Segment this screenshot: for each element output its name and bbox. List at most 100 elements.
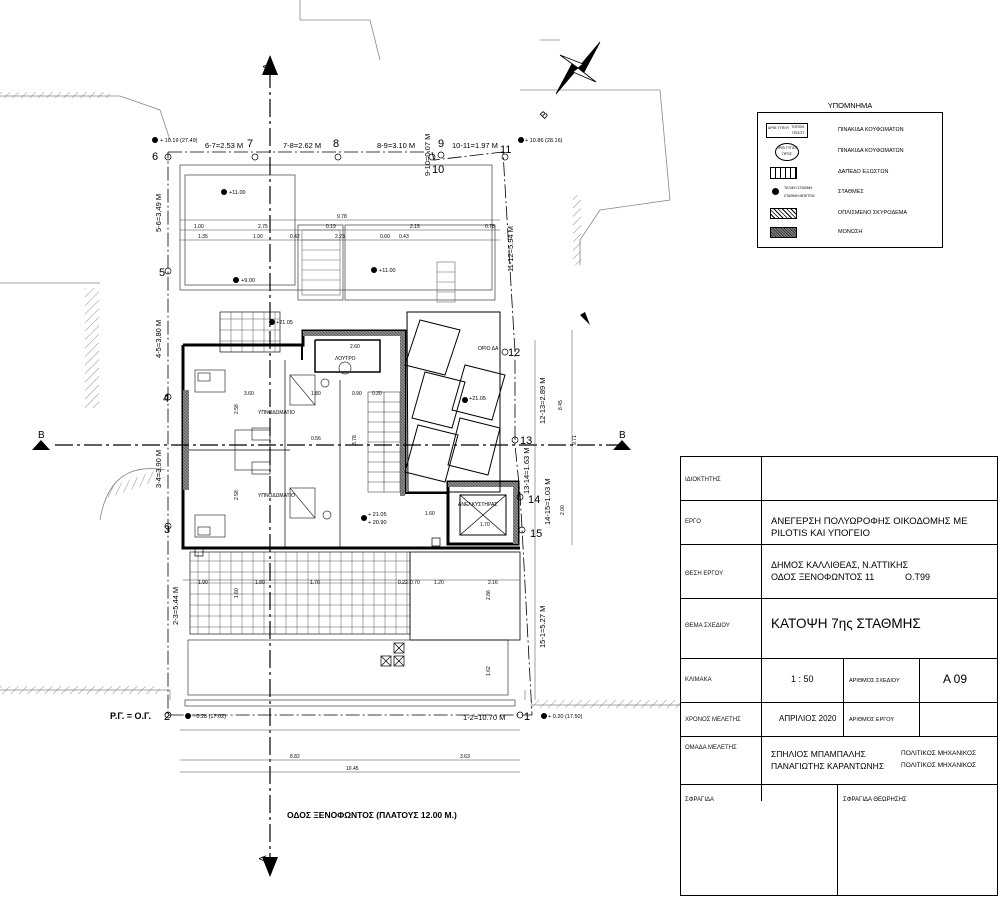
- side-label-2-3: 2-3=5.44 Μ: [171, 587, 180, 625]
- svg-text:2.58: 2.58: [234, 490, 240, 500]
- level-street-right: + 0.20 (17.50): [548, 714, 583, 720]
- side-label-3-4: 3-4=3.90 Μ: [154, 450, 163, 488]
- side-label-5-6: 5-6=3.49 Μ: [154, 194, 163, 232]
- project-label: ΕΡΓΟ: [685, 519, 701, 525]
- level-roof: +21.05: [469, 396, 486, 402]
- svg-text:0.20: 0.20: [372, 391, 382, 397]
- solar-panels: [404, 311, 506, 493]
- side-label-6-7: 6-7=2.53 Μ: [205, 141, 243, 150]
- svg-text:0.56: 0.56: [311, 436, 321, 442]
- legend-label-1: ΠΙΝΑΚΙΔΑ ΚΟΥΦΩΜΑΤΩΝ: [838, 127, 904, 133]
- location-value-line2: ΟΔΟΣ ΞΕΝΟΦΩΝΤΟΣ 11: [771, 572, 875, 582]
- column-markers: [194, 537, 441, 667]
- legend-symbol-door-table: ΑΡΙΘ.ΤΥΠΟΥ ΤΟΠΟΘ. ΠΟΣΟΤ.: [766, 123, 808, 138]
- svg-text:0.90: 0.90: [352, 391, 362, 397]
- svg-text:1.60: 1.60: [234, 588, 240, 598]
- svg-text:1.70: 1.70: [480, 522, 490, 528]
- svg-text:1.90: 1.90: [253, 234, 263, 240]
- title-block: ΙΔΙΟΚΤΗΤΗΣ ΕΡΓΟ ΑΝΕΓΕΡΣΗ ΠΟΛΥΩΡΟΦΗΣ ΟΙΚΟ…: [680, 456, 998, 896]
- vertex-7: 7: [247, 138, 253, 150]
- svg-text:2.16: 2.16: [488, 580, 498, 586]
- level-terrace-3: +11.00: [379, 268, 396, 274]
- level-floor-concrete: + 20.90: [368, 520, 387, 526]
- level-top-left: + 10.19 (27.49): [160, 138, 198, 144]
- svg-text:1.20: 1.20: [434, 580, 444, 586]
- stamp-area: ΣΦΡΑΓΙΔΑ ΣΦΡΑΓΙΔΑ ΘΕΩΡΗΣΗΣ: [681, 785, 997, 895]
- room-bedroom-2: ΥΠΝΟΔΩΜΑΤΙΟ: [258, 493, 295, 499]
- room-limit: ΟΡΙΟ ΔΑ: [478, 346, 499, 352]
- street-label: ΟΔΟΣ ΞΕΝΟΦΩΝΤΟΣ (ΠΛΑΤΟΥΣ 12.00 Μ.): [287, 810, 457, 820]
- bedroom-furniture: [194, 361, 352, 538]
- level-labels: + 10.19 (27.49) + 10.86 (28.16) +11.00 +…: [160, 138, 583, 720]
- vertex-markers: [164, 151, 526, 719]
- svg-text:2.75: 2.75: [258, 224, 268, 230]
- svg-text:2.60: 2.60: [350, 344, 360, 350]
- side-label-14-15: 14-15=1.03 Μ: [543, 479, 552, 526]
- location-value-line1: ΔΗΜΟΣ ΚΑΛΛΙΘΕΑΣ, Ν.ΑΤΤΙΚΗΣ: [771, 560, 909, 570]
- scale-value: 1 : 50: [791, 674, 814, 684]
- building-line-label: Ρ.Γ. = Ο.Γ.: [110, 711, 151, 721]
- section-lines: [55, 70, 620, 860]
- side-label-8-9: 8-9=3.10 Μ: [377, 141, 415, 150]
- legend-symbol-level-text: ΤΕΛΙΚΗ ΣΤΑΘΜΗ ΣΤΑΘΜΗ ΜΠΕΤΟΝ: [784, 186, 815, 198]
- date-label: ΧΡΟΝΟΣ ΜΕΛΕΤΗΣ: [685, 717, 741, 723]
- vertex-14: 14: [528, 494, 540, 506]
- project-no-label: ΑΡΙΘΜΟΣ ΕΡΓΟΥ: [849, 717, 895, 723]
- team-member-2-role: ΠΟΛΙΤΙΚΟΣ ΜΗΧΑΝΙΚΟΣ: [901, 762, 977, 769]
- tb-row-location: ΘΕΣΗ ΕΡΓΟΥ ΔΗΜΟΣ ΚΑΛΛΙΘΕΑΣ, Ν.ΑΤΤΙΚΗΣ ΟΔ…: [681, 545, 997, 599]
- legend-label-6: ΜΟΝΩΣΗ: [838, 229, 863, 235]
- svg-text:9.78: 9.78: [337, 214, 347, 220]
- level-terrace-1: +11.00: [229, 190, 246, 196]
- tb-row-owner: ΙΔΙΟΚΤΗΤΗΣ: [681, 457, 997, 501]
- tb-row-team: ΟΜΑΔΑ ΜΕΛΕΤΗΣ ΣΠΗΛΙΟΣ ΜΠΑΜΠΑΛΗΣ ΠΟΛΙΤΙΚΟ…: [681, 737, 997, 785]
- drawing-no-value: Α 09: [943, 672, 968, 686]
- balcony-floors: [189, 311, 411, 635]
- svg-text:0.22: 0.22: [398, 580, 408, 586]
- vertex-8: 8: [333, 138, 339, 150]
- legend-symbol-door-circle: ΑΡΙΘ.ΤΥΠΟΥ ΠΡΟΣ: [775, 143, 799, 161]
- legend-symbol-balcony-floor: [770, 167, 797, 179]
- vertex-numbers: 1 2 3 4 5 6 7 8 9 10 11 12 13 14 15: [152, 138, 542, 723]
- tb-row-project: ΕΡΓΟ ΑΝΕΓΕΡΣΗ ΠΟΛΥΩΡΟΦΗΣ ΟΙΚΟΔΟΜΗΣ ΜΕ PI…: [681, 501, 997, 545]
- owner-label: ΙΔΙΟΚΤΗΤΗΣ: [685, 477, 721, 483]
- svg-text:1.00: 1.00: [194, 224, 204, 230]
- location-label: ΘΕΣΗ ΕΡΓΟΥ: [685, 571, 724, 577]
- vertex-3: 3: [164, 524, 170, 536]
- side-label-9-10: 9-10=0.07 Μ: [423, 134, 432, 176]
- plan-labels: 6-7=2.53 Μ 7-8=2.62 Μ 8-9=3.10 Μ 10-11=1…: [154, 134, 552, 722]
- svg-text:0.43: 0.43: [399, 234, 409, 240]
- side-label-11-12: 11-12=5.94 Μ: [506, 226, 515, 272]
- svg-text:8.45: 8.45: [558, 400, 564, 410]
- side-label-15-1: 15-1=5.27 Μ: [538, 606, 547, 648]
- terrace-outlines: [179, 164, 516, 707]
- legend-symbol-insulation: [770, 227, 797, 238]
- section-b-right: Β: [619, 430, 626, 441]
- side-label-4-5: 4-5=3.80 Μ: [154, 320, 163, 358]
- vertex-10: 10: [432, 164, 444, 176]
- room-elevator: ΑΝΕΛΚΥΣΤΗΡΑΣ: [458, 502, 497, 508]
- svg-text:0.42: 0.42: [290, 234, 300, 240]
- level-top-right: + 10.86 (28.16): [525, 138, 563, 144]
- tb-row-subject: ΘΕΜΑ ΣΧΕΔΙΟΥ ΚΑΤΟΨΗ 7ης ΣΤΑΘΜΗΣ: [681, 599, 997, 659]
- side-label-7-8: 7-8=2.62 Μ: [283, 141, 321, 150]
- date-value: ΑΠΡΙΛΙΟΣ 2020: [779, 714, 837, 723]
- vertex-1: 1: [524, 711, 530, 723]
- section-b-top: Β: [538, 109, 551, 122]
- svg-text:0.19: 0.19: [326, 224, 336, 230]
- svg-text:3.63: 3.63: [460, 754, 470, 760]
- svg-text:3.78: 3.78: [352, 435, 358, 445]
- team-member-1-role: ΠΟΛΙΤΙΚΟΣ ΜΗΧΑΝΙΚΟΣ: [901, 750, 977, 757]
- level-street-left: - 0.28 (17.02): [193, 714, 226, 720]
- subject-label: ΘΕΜΑ ΣΧΕΔΙΟΥ: [685, 623, 730, 629]
- legend-box: ΥΠΟΜΝΗΜΑ ΑΡΙΘ.ΤΥΠΟΥ ΤΟΠΟΘ. ΠΟΣΟΤ. ΠΙΝΑΚΙ…: [757, 101, 943, 248]
- wall-fill: [183, 331, 518, 544]
- scale-label: ΚΛΙΜΑΚΑ: [685, 677, 712, 683]
- svg-text:0.70: 0.70: [410, 580, 420, 586]
- vertex-11: 11: [500, 144, 511, 156]
- side-label-12-13: 12-13=2.89 Μ: [538, 378, 547, 425]
- vertex-6: 6: [152, 151, 158, 163]
- legend-symbol-concrete: [770, 208, 797, 219]
- svg-text:2.00: 2.00: [560, 505, 566, 515]
- project-value-line2: PILOTIS ΚΑΙ ΥΠΟΓΕΙΟ: [771, 528, 871, 539]
